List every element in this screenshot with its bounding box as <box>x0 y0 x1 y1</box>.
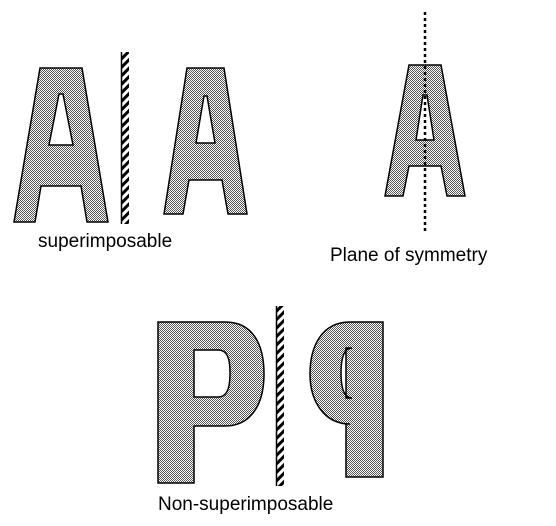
caption-superimposable: superimposable <box>38 231 172 252</box>
caption-non-superimposable: Non-superimposable <box>158 494 333 515</box>
mirror-plane-top <box>122 52 130 224</box>
non-superimposable-group: Non-superimposable <box>158 306 383 515</box>
mirror-plane-bottom <box>277 306 285 486</box>
letter-a-right <box>164 68 247 214</box>
caption-plane-of-symmetry: Plane of symmetry <box>330 245 488 266</box>
symmetric-group: Plane of symmetry <box>330 12 488 266</box>
letter-p-left <box>158 322 264 483</box>
superimposable-group: superimposable <box>14 52 247 252</box>
letter-a-left <box>14 68 108 222</box>
letter-p-mirrored <box>310 322 383 477</box>
